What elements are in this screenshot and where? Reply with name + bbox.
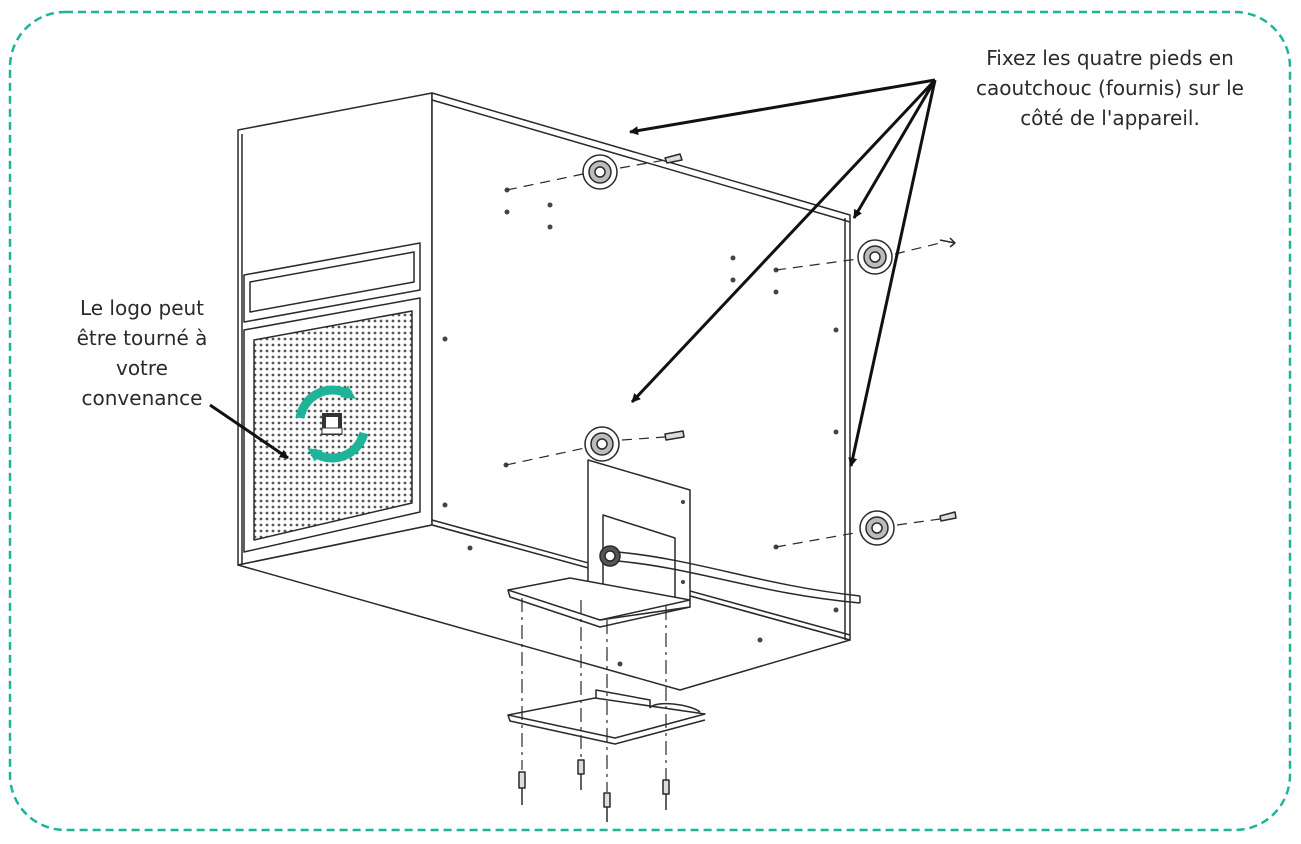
cover-plate [507,697,706,739]
logo-instruction-line: être tourné à [76,326,208,350]
logo-instruction: Le logo peut être tourné à votre convena… [22,293,262,413]
bottom-screws [518,759,670,822]
rubber-foot [584,426,620,462]
logo-instruction-line: votre [115,356,168,380]
cable-bracket [507,577,691,621]
feet-instruction-line: Fixez les quatre pieds en [986,46,1234,70]
rubber-foot [582,154,618,190]
feet-instruction: Fixez les quatre pieds en caoutchouc (fo… [915,43,1301,133]
circular-arrows-icon [295,385,369,463]
assembly-lines [521,598,667,792]
bottom-face [237,524,851,691]
logo-instruction-line: Le logo peut [79,296,205,320]
feet-instruction-line: côté de l'appareil. [1020,106,1200,130]
brand-logo-icon [321,413,343,435]
rubber-foot [857,239,893,275]
alignment-lines [505,159,941,548]
top-edge [431,99,851,223]
grille-frame [243,297,421,553]
unit-drawing [237,92,957,822]
callout-arrows [209,78,937,467]
feet-instruction-line: caoutchouc (fournis) sur le [976,76,1244,100]
upper-vent [243,242,421,323]
logo-instruction-line: convenance [81,386,203,410]
rubber-foot [859,510,895,546]
foot-screws [664,153,957,522]
power-cable [599,545,861,604]
dashed-frame [8,10,1292,832]
